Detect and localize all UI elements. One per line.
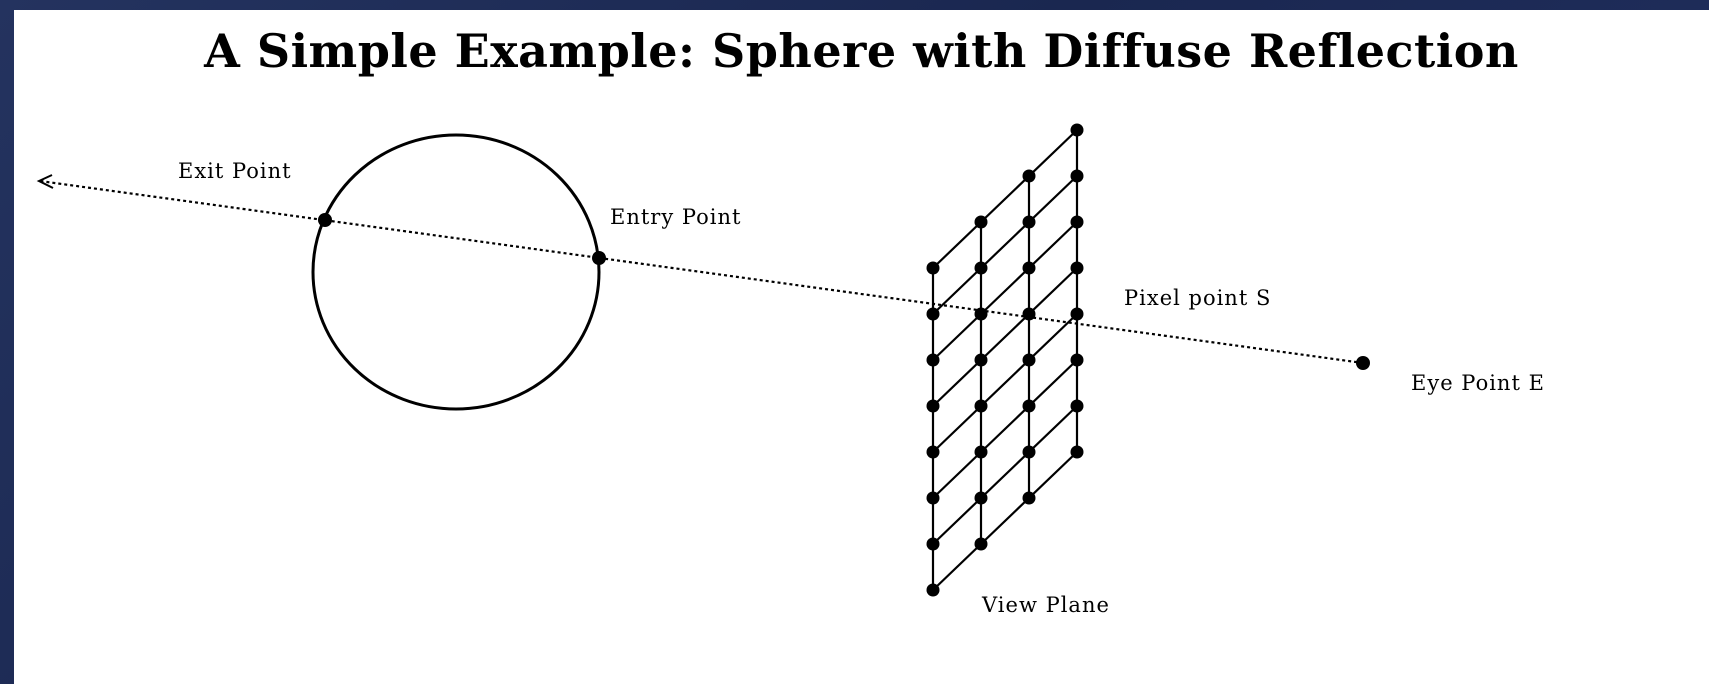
eye-point-dot: [1356, 356, 1370, 370]
grid-node-dot: [1070, 307, 1084, 321]
grid-node-dot: [1022, 307, 1036, 321]
grid-node-dot: [926, 537, 940, 551]
grid-node-dot: [974, 261, 988, 275]
grid-node-dot: [1070, 261, 1084, 275]
grid-diagonal-line: [932, 221, 1078, 361]
grid-diagonal-line: [932, 313, 1078, 453]
grid-node-dot: [1022, 491, 1036, 505]
grid-diagonal-line: [932, 267, 1078, 407]
grid-node-dot: [974, 491, 988, 505]
exit-point-label: Exit Point: [178, 159, 292, 183]
view-plane-label: View Plane: [981, 593, 1110, 617]
grid-node-dot: [974, 215, 988, 229]
grid-node-dot: [1070, 123, 1084, 137]
grid-node-dot: [1070, 215, 1084, 229]
grid-node-dot: [974, 537, 988, 551]
slide-title: A Simple Example: Sphere with Diffuse Re…: [204, 24, 1519, 78]
grid-node-dot: [974, 307, 988, 321]
grid-node-dot: [926, 307, 940, 321]
exit-point-dot: [318, 213, 332, 227]
grid-diagonal-line: [932, 175, 1078, 315]
grid-node-dot: [1022, 399, 1036, 413]
view-plane-grid: [926, 123, 1084, 597]
grid-node-dot: [1022, 353, 1036, 367]
grid-node-dot: [1070, 399, 1084, 413]
grid-node-dot: [1022, 261, 1036, 275]
grid-node-dot: [1022, 445, 1036, 459]
grid-node-dot: [974, 399, 988, 413]
ray-line: [39, 179, 1364, 365]
grid-diagonal-line: [932, 129, 1078, 269]
eye-point-label: Eye Point E: [1411, 371, 1545, 395]
grid-diagonal-line: [932, 451, 1078, 591]
grid-node-dot: [1070, 169, 1084, 183]
grid-node-dot: [926, 261, 940, 275]
pixel-point-label: Pixel point S: [1124, 286, 1271, 310]
entry-point-dot: [592, 251, 606, 265]
grid-node-dot: [926, 353, 940, 367]
grid-node-dot: [926, 491, 940, 505]
grid-diagonal-line: [932, 359, 1078, 499]
sphere: [311, 133, 601, 411]
diagram-panel: A Simple Example: Sphere with Diffuse Re…: [14, 10, 1709, 684]
grid-node-dot: [974, 445, 988, 459]
grid-node-dot: [1022, 215, 1036, 229]
grid-diagonal-line: [932, 405, 1078, 545]
grid-node-dot: [1070, 353, 1084, 367]
grid-node-dot: [926, 445, 940, 459]
grid-node-dot: [926, 399, 940, 413]
ray-arrowhead: [36, 174, 54, 189]
grid-node-dot: [926, 583, 940, 597]
grid-node-dot: [1022, 169, 1036, 183]
grid-node-dot: [974, 353, 988, 367]
entry-point-label: Entry Point: [610, 205, 741, 229]
grid-node-dot: [1070, 445, 1084, 459]
ray-tracing-diagram: Exit Point Entry Point Pixel point S Eye…: [36, 123, 1545, 617]
